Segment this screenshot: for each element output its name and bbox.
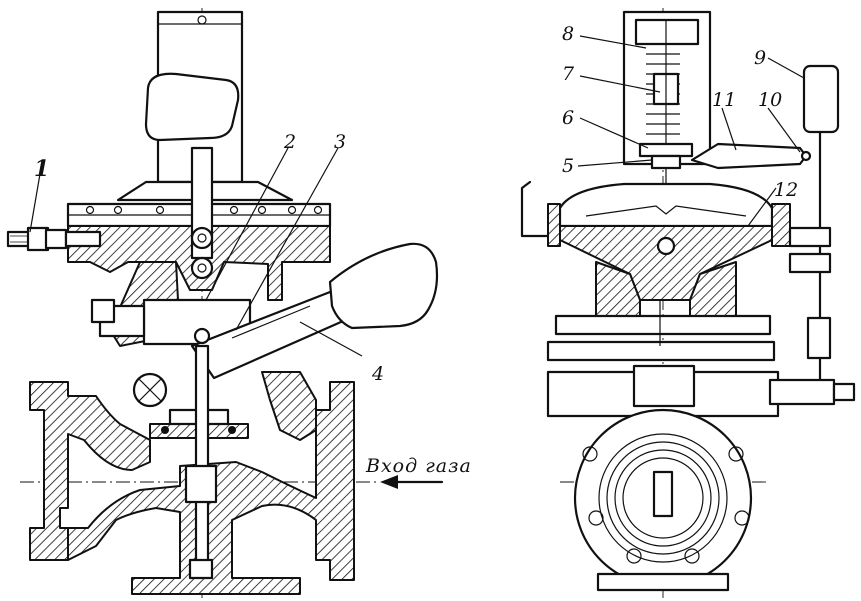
label-12: 12 [774,179,798,201]
label-6: 6 [562,107,574,129]
label-3: 3 [334,131,346,153]
gas-inlet-arrow [380,475,444,489]
label-10: 10 [758,89,782,111]
label-4: 4 [371,363,384,385]
flange-bolt-holes [582,446,750,564]
leader-lines [29,35,805,357]
callout-labels: 1 2 3 4 5 6 7 8 9 10 11 12 Вход газа [34,23,798,477]
label-11: 11 [712,89,736,111]
right-section-view [520,8,856,598]
label-5: 5 [562,155,574,177]
label-8: 8 [562,23,574,45]
label-1: 1 [34,156,49,182]
label-2: 2 [283,131,296,153]
left-section-view [6,8,444,598]
label-7: 7 [562,63,575,85]
gas-inlet-caption: Вход газа [365,455,472,477]
label-9: 9 [754,47,766,69]
impulse-fitting [6,226,102,252]
